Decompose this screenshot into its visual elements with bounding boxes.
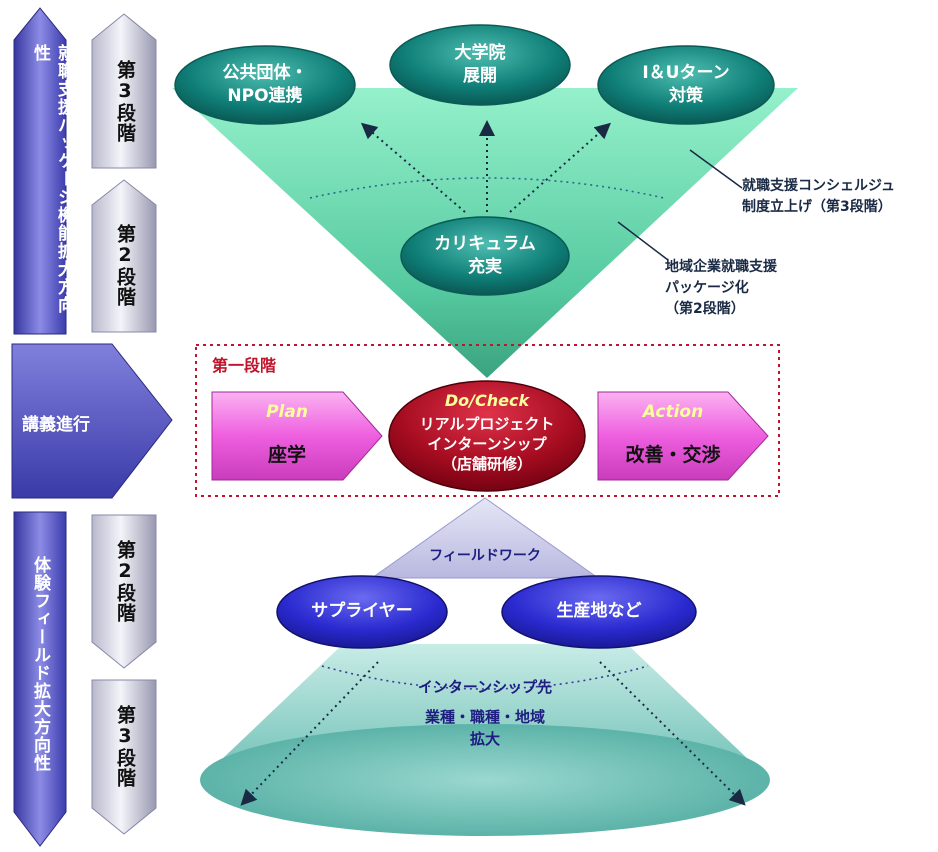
- lecture-progress-arrow: [11, 343, 173, 499]
- stage-lower-2-shape: [91, 514, 157, 669]
- lower-direction-bar: [13, 511, 67, 847]
- stage-upper-3-shape: [91, 13, 157, 169]
- action-label: 改善・交渉: [625, 444, 721, 466]
- fieldwork-label: フィールドワーク: [429, 548, 541, 564]
- plan-label: 座学: [267, 444, 306, 466]
- stage-upper-2-label: 第2段階: [114, 224, 136, 307]
- docheck-oval: [388, 380, 586, 492]
- phase-one-title: 第一段階: [212, 356, 277, 375]
- oval-production-area-label: 生産地など: [556, 601, 642, 621]
- note-package: 地域企業就職支援 パッケージ化 （第2段階）: [665, 259, 777, 317]
- internship-title: インターンシップ先: [417, 678, 553, 696]
- docheck-title: Do/Check: [444, 391, 530, 410]
- stage-upper-2-shape: [91, 179, 157, 333]
- upper-bar-label: 就職支援パッケージ機能拡大方向性: [30, 44, 74, 314]
- lecture-progress-label: 講義進行: [22, 415, 90, 435]
- phase-one-box: [195, 344, 780, 497]
- upper-direction-bar: [13, 7, 67, 335]
- lower-cone-base: [200, 724, 770, 836]
- fieldwork-triangle: [370, 497, 600, 579]
- oval-iu-turn-label: I＆Uターン 対策: [642, 63, 730, 106]
- stage-lower-2-label: 第2段階: [114, 540, 136, 623]
- oval-grad-school-label: 大学院 展開: [454, 43, 506, 86]
- oval-production-area: [501, 575, 697, 649]
- oval-public-npo: [174, 45, 356, 125]
- note-concierge: 就職支援コンシェルジュ 制度立上げ（第3段階）: [742, 178, 896, 215]
- plan-arrow: [211, 391, 383, 481]
- docheck-label: リアルプロジェクト インターンシップ （店舗研修）: [419, 415, 555, 473]
- stage-upper-3-label: 第3段階: [114, 60, 136, 143]
- stage-lower-3-shape: [91, 679, 157, 835]
- oval-iu-turn: [597, 45, 775, 125]
- oval-curriculum-label: カリキュラム 充実: [434, 234, 536, 277]
- internship-sub: 業種・職種・地域 拡大: [424, 708, 545, 748]
- lower-bar-label: 体験フィールド拡大方向性: [30, 556, 50, 772]
- oval-supplier-label: サプライヤー: [311, 601, 413, 621]
- stage-lower-3-label: 第3段階: [114, 705, 136, 788]
- oval-curriculum: [400, 216, 570, 296]
- oval-public-npo-label: 公共団体・ NPO連携: [222, 63, 308, 106]
- plan-title: Plan: [266, 402, 308, 422]
- oval-grad-school: [389, 24, 571, 106]
- oval-supplier: [276, 575, 448, 649]
- action-arrow: [597, 391, 769, 481]
- action-title: Action: [642, 402, 704, 422]
